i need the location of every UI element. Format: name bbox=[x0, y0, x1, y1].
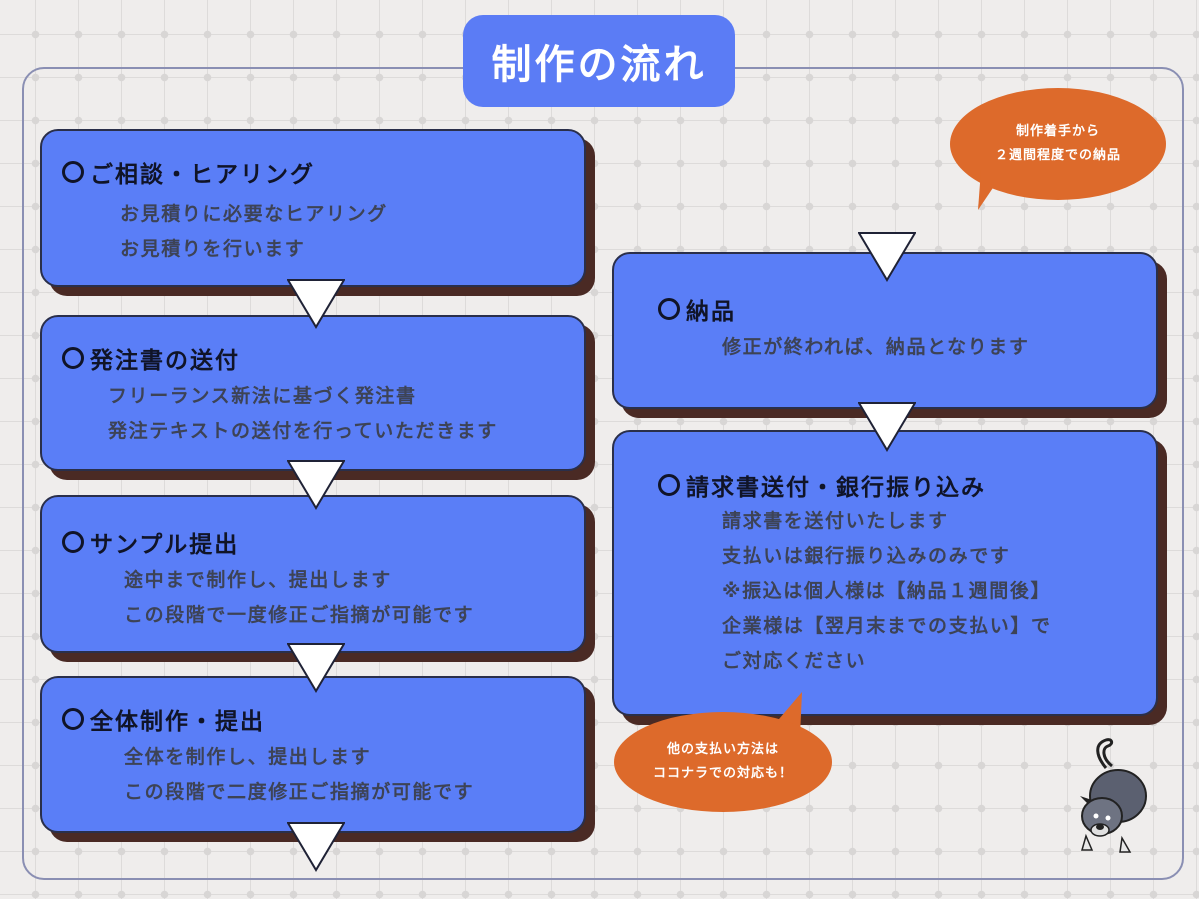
step-title: サンプル提出 bbox=[62, 525, 239, 559]
step-line: フリーランス新法に基づく発注書 bbox=[108, 385, 417, 407]
step-title-text: サンプル提出 bbox=[90, 532, 240, 558]
step-title-text: 納品 bbox=[686, 299, 736, 325]
step-line: 企業様は【翌月末までの支払い】で bbox=[722, 615, 1052, 637]
step-line: 発注テキストの送付を行っていただきます bbox=[108, 420, 498, 442]
step-title: ご相談・ヒアリング bbox=[62, 155, 315, 189]
step-description: 修正が終われば、納品となります bbox=[722, 330, 1029, 365]
bubble-line: ２週間程度での納品 bbox=[994, 148, 1121, 163]
step-full-production: 全体制作・提出 全体を制作し、提出します この段階で二度修正ご指摘が可能です bbox=[40, 676, 586, 833]
step-consultation: ご相談・ヒアリング お見積りに必要なヒアリング お見積りを行います bbox=[40, 129, 586, 287]
down-arrow-icon bbox=[287, 643, 345, 693]
step-line: ご対応ください bbox=[722, 650, 867, 672]
step-title-text: ご相談・ヒアリング bbox=[90, 162, 315, 188]
step-order-form: 発注書の送付 フリーランス新法に基づく発注書 発注テキストの送付を行っていただき… bbox=[40, 315, 586, 471]
circle-icon bbox=[658, 474, 680, 496]
step-line: 修正が終われば、納品となります bbox=[722, 336, 1030, 358]
step-description: 請求書を送付いたします 支払いは銀行振り込みのみです ※振込は個人様は【納品１週… bbox=[722, 504, 1052, 679]
step-title: 全体制作・提出 bbox=[62, 702, 265, 736]
circle-icon bbox=[62, 347, 84, 369]
down-arrow-icon bbox=[287, 822, 345, 872]
step-line: この段階で二度修正ご指摘が可能です bbox=[124, 781, 475, 803]
step-invoice-payment: 請求書送付・銀行振り込み 請求書を送付いたします 支払いは銀行振り込みのみです … bbox=[612, 430, 1158, 716]
step-title-text: 全体制作・提出 bbox=[90, 709, 265, 735]
step-title: 納品 bbox=[658, 292, 736, 326]
bubble-line: 制作着手から bbox=[1015, 124, 1100, 139]
bubble-line: ココナラでの対応も！ bbox=[652, 766, 793, 781]
down-arrow-icon bbox=[287, 460, 345, 510]
step-line: 全体を制作し、提出します bbox=[124, 746, 372, 768]
bubble-tail bbox=[978, 170, 1005, 210]
step-title: 発注書の送付 bbox=[62, 341, 240, 375]
circle-icon bbox=[62, 531, 84, 553]
bubble-line: 他の支払い方法は bbox=[666, 742, 779, 757]
step-description: 途中まで制作し、提出します この段階で一度修正ご指摘が可能です bbox=[124, 563, 474, 633]
step-description: お見積りに必要なヒアリング お見積りを行います bbox=[120, 197, 388, 267]
page-title: 制作の流れ bbox=[463, 15, 735, 107]
dog-illustration bbox=[1080, 738, 1147, 853]
step-line: ※振込は個人様は【納品１週間後】 bbox=[722, 580, 1052, 602]
circle-icon bbox=[62, 161, 84, 183]
down-arrow-icon bbox=[287, 279, 345, 329]
circle-icon bbox=[658, 298, 680, 320]
step-title-text: 発注書の送付 bbox=[90, 348, 240, 374]
down-arrow-icon bbox=[858, 402, 916, 452]
step-line: この段階で一度修正ご指摘が可能です bbox=[124, 604, 475, 626]
step-title: 請求書送付・銀行振り込み bbox=[658, 468, 986, 502]
step-line: 支払いは銀行振り込みのみです bbox=[722, 545, 1011, 567]
down-arrow-icon bbox=[858, 232, 916, 282]
circle-icon bbox=[62, 708, 84, 730]
payment-method-bubble: 他の支払い方法は ココナラでの対応も！ bbox=[614, 712, 832, 812]
step-line: お見積りを行います bbox=[120, 238, 306, 260]
step-description: フリーランス新法に基づく発注書 発注テキストの送付を行っていただきます bbox=[108, 379, 498, 449]
step-line: 請求書を送付いたします bbox=[722, 510, 949, 532]
step-line: 途中まで制作し、提出します bbox=[124, 569, 392, 591]
step-title-text: 請求書送付・銀行振り込み bbox=[686, 475, 986, 501]
step-line: お見積りに必要なヒアリング bbox=[120, 203, 388, 225]
step-description: 全体を制作し、提出します この段階で二度修正ご指摘が可能です bbox=[124, 740, 474, 810]
step-sample: サンプル提出 途中まで制作し、提出します この段階で一度修正ご指摘が可能です bbox=[40, 495, 586, 653]
